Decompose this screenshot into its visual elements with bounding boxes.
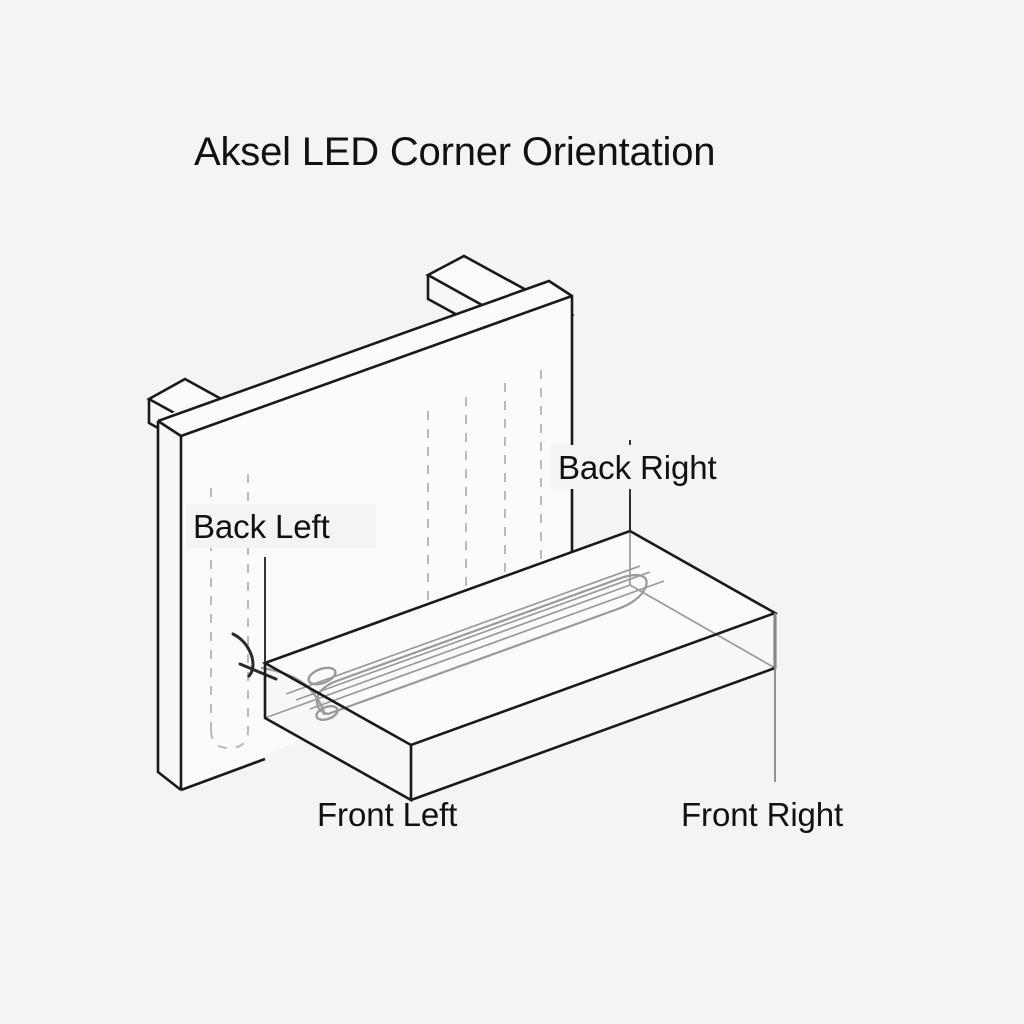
panel-left-back-outline bbox=[156, 421, 182, 792]
label-back-left: Back Left bbox=[186, 504, 376, 548]
cable-wall-segment bbox=[231, 632, 255, 678]
cable-led-connector-ring bbox=[315, 705, 339, 721]
back-right-label-backdrop bbox=[551, 445, 761, 489]
front-right-label: Front Right bbox=[681, 796, 843, 833]
corner-labels-group: Back Left Back Right Front Left Front Ri… bbox=[186, 445, 843, 833]
shelf-top-channel bbox=[285, 565, 665, 710]
panel-top-front-edge bbox=[180, 294, 573, 438]
panel-left-face bbox=[158, 421, 181, 790]
channel-rail-third bbox=[309, 580, 665, 710]
channel-rail-outer bbox=[285, 565, 641, 695]
back-left-label-backdrop bbox=[186, 504, 376, 548]
label-front-left: Front Left bbox=[317, 796, 457, 833]
back-left-label: Back Left bbox=[193, 508, 330, 545]
led-strip-outline bbox=[315, 573, 648, 716]
channel-rail-inner bbox=[295, 571, 651, 701]
shelf-left-outline bbox=[263, 663, 413, 803]
shelf-front-face bbox=[411, 613, 775, 800]
panel-top-face bbox=[158, 281, 572, 436]
back-right-label: Back Right bbox=[558, 449, 717, 486]
cable-wall-exit bbox=[238, 662, 278, 681]
label-back-right: Back Right bbox=[551, 445, 761, 489]
panel-bottom-edge-left bbox=[180, 757, 266, 792]
led-strip bbox=[315, 573, 648, 716]
cable-grommet-ring bbox=[307, 666, 337, 686]
page-title: Aksel LED Corner Orientation bbox=[194, 130, 715, 174]
front-left-label: Front Left bbox=[317, 796, 457, 833]
label-front-right: Front Right bbox=[681, 796, 843, 833]
